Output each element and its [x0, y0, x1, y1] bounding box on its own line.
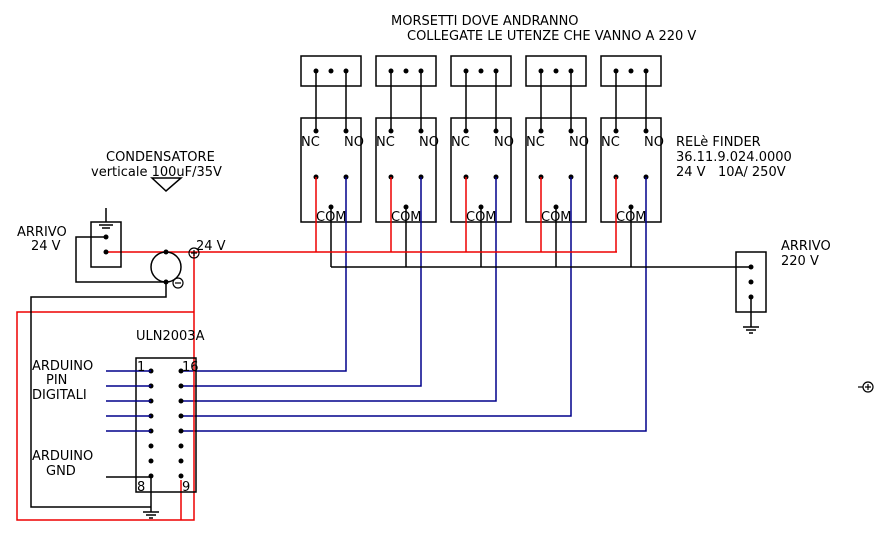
- relay-desc-line-3: 24 V 10A/ 250V: [676, 165, 786, 180]
- relay-signal-wire: [181, 177, 572, 417]
- stray-plus-icon: [862, 381, 874, 393]
- arduino-gnd-label-2: GND: [46, 464, 76, 479]
- relay-no-pin: [643, 128, 649, 134]
- plus-icon-glyph: [191, 250, 197, 256]
- relay-no-label: NO: [644, 135, 664, 150]
- relay-terminal-block: [375, 55, 437, 87]
- uln-pin-16-label: 16: [182, 360, 199, 375]
- uln-input-pin: [148, 458, 154, 464]
- uln-title: ULN2003A: [136, 329, 205, 344]
- uln-output-pin: [178, 428, 184, 434]
- relay-contact-wire: [615, 71, 647, 131]
- uln-ground-icon: [143, 511, 159, 519]
- relay-terminal-block: [600, 55, 662, 87]
- arduino-pin-label-3: DIGITALI: [32, 388, 87, 403]
- ground-wire: [30, 282, 167, 508]
- uln-pin-9-label: 9: [182, 480, 190, 495]
- uln-output-pin: [178, 383, 184, 389]
- uln-output-pin: [178, 458, 184, 464]
- relay-nc-pin: [538, 128, 544, 134]
- supply-220v-pin-2: [748, 279, 754, 285]
- title-line-1: MORSETTI DOVE ANDRANNO: [391, 14, 579, 29]
- relay-nc-label: NC: [601, 135, 620, 150]
- relay-signal-wire: [181, 177, 347, 372]
- uln-output-pin: [178, 443, 184, 449]
- capacitor-voltage-label: 24 V: [196, 239, 226, 254]
- arduino-pin-label-2: PIN: [46, 373, 67, 388]
- relay-nc-pin: [613, 128, 619, 134]
- supply-220v-label-1: ARRIVO: [781, 239, 831, 254]
- relay-contact-wire: [540, 71, 572, 131]
- arduino-gnd-label-1: ARDUINO: [32, 449, 93, 464]
- relay-signal-wire: [181, 177, 647, 432]
- relay-no-pin: [493, 128, 499, 134]
- relay-no-label: NO: [494, 135, 514, 150]
- uln-output-pin: [178, 473, 184, 479]
- terminal-pin: [628, 68, 634, 74]
- terminal-pin: [478, 68, 484, 74]
- arduino-gnd-wire: [106, 476, 152, 512]
- relay-nc-label: NC: [451, 135, 470, 150]
- relay-desc-line-2: 36.11.9.024.0000: [676, 150, 792, 165]
- relay-terminal-block: [300, 55, 362, 87]
- uln-output-pin: [178, 398, 184, 404]
- capacitor-pin-pos: [163, 249, 169, 255]
- relay-nc-label: NC: [301, 135, 320, 150]
- relay-no-pin: [568, 128, 574, 134]
- terminal-pin: [403, 68, 409, 74]
- uln2003a-chip: [135, 357, 197, 493]
- supply-24v-label-1: ARRIVO: [17, 225, 67, 240]
- capacitor-pointer-icon: [150, 177, 184, 193]
- relay-terminal-block: [525, 55, 587, 87]
- relay-nc-pin: [388, 128, 394, 134]
- supply-220v-label-2: 220 V: [781, 254, 819, 269]
- relay-terminal-block: [450, 55, 512, 87]
- relay-contact-wire: [315, 71, 347, 131]
- relay-no-label: NO: [344, 135, 364, 150]
- relay-signal-wire: [181, 177, 422, 387]
- terminal-pin: [553, 68, 559, 74]
- relay-no-label: NO: [419, 135, 439, 150]
- uln-pin-8-label: 8: [137, 480, 145, 495]
- supply-24v-pin-pos: [103, 249, 109, 255]
- relay-contact-wire: [465, 71, 497, 131]
- relay-nc-label: NC: [376, 135, 395, 150]
- relay-no-pin: [343, 128, 349, 134]
- arduino-pin-label-1: ARDUINO: [32, 359, 93, 374]
- relay-desc-line-1: RELè FINDER: [676, 135, 761, 150]
- capacitor-body: [150, 251, 182, 283]
- plus-icon: [188, 247, 200, 259]
- minus-icon: [172, 277, 184, 289]
- capacitor-label-1: CONDENSATORE: [106, 150, 215, 165]
- uln-output-pin: [178, 368, 184, 374]
- supply-24v-ground-icon: [99, 208, 113, 229]
- supply-220v-ground-icon: [743, 297, 759, 334]
- uln-pin-1-label: 1: [137, 360, 145, 375]
- relay-nc-label: NC: [526, 135, 545, 150]
- relay-no-pin: [418, 128, 424, 134]
- positive-wire-loop: [16, 252, 195, 521]
- relay-nc-pin: [463, 128, 469, 134]
- title-line-2: COLLEGATE LE UTENZE CHE VANNO A 220 V: [407, 29, 696, 44]
- uln-output-pin: [178, 413, 184, 419]
- relay-contact-wire: [390, 71, 422, 131]
- uln-input-pin: [148, 443, 154, 449]
- supply-24v-negative-wire: [75, 236, 166, 283]
- terminal-pin: [328, 68, 334, 74]
- relay-nc-pin: [313, 128, 319, 134]
- supply-220v-pin-1: [748, 264, 754, 270]
- relay-no-label: NO: [569, 135, 589, 150]
- supply-24v-label-2: 24 V: [31, 239, 61, 254]
- uln-pin-group: [106, 368, 184, 479]
- stray-plus-glyph: [865, 384, 871, 390]
- capacitor-label-2: verticale 100uF/35V: [91, 165, 222, 180]
